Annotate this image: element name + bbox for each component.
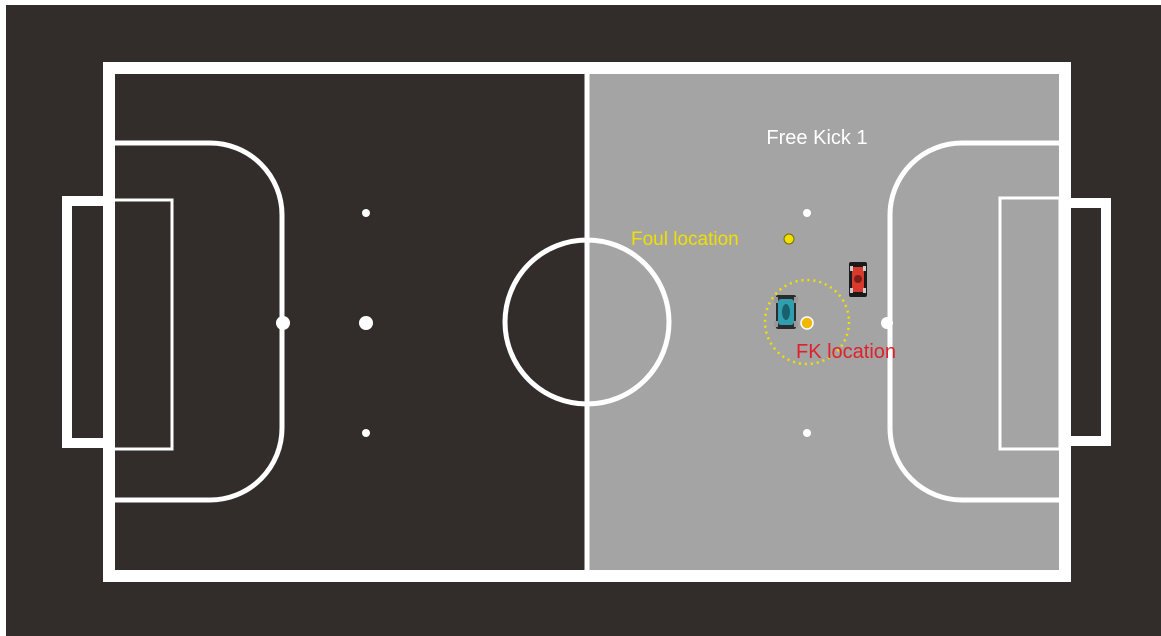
right-lower-mark	[803, 429, 811, 437]
left-penalty-arc-mark	[276, 316, 290, 330]
right-upper-mark	[803, 209, 811, 217]
left-penalty-mark	[359, 316, 373, 330]
robot-blue-icon	[774, 295, 798, 329]
robot-red-icon	[849, 262, 867, 297]
left-upper-mark	[362, 209, 370, 217]
left-lower-mark	[362, 429, 370, 437]
foul-location-marker	[784, 234, 794, 244]
diagram-title: Free Kick 1	[766, 127, 867, 149]
fk-location-marker	[801, 317, 813, 329]
foul-location-label: Foul location	[631, 229, 739, 250]
right-penalty-arc-mark	[881, 317, 893, 329]
fk-location-label: FK location	[796, 341, 896, 363]
